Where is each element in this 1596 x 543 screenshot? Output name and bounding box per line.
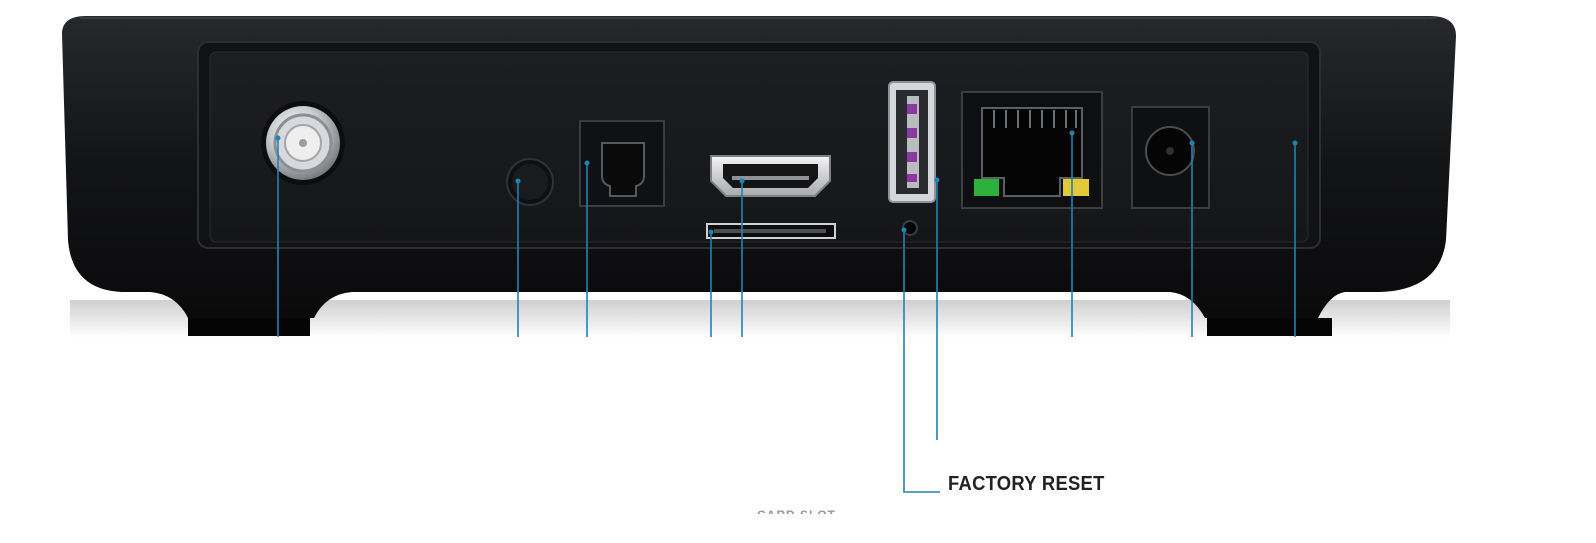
cut-off-label: CARD SLOT (757, 508, 836, 514)
ethernet-led-yellow (1063, 179, 1089, 196)
av-jack-icon (506, 158, 554, 206)
card-slot-icon (706, 223, 836, 239)
right-foot (1207, 318, 1332, 336)
optical-port-icon (579, 120, 665, 207)
ethernet-led-green (974, 179, 999, 196)
ethernet-port-icon (961, 91, 1103, 209)
power-jack-icon (1131, 106, 1210, 209)
callout-dots (275, 130, 1298, 235)
hdmi-port-icon (710, 155, 831, 197)
left-foot (188, 318, 310, 336)
coax-connector-icon (261, 101, 345, 185)
callout-reset (903, 230, 940, 493)
callout-lines (277, 133, 1296, 493)
factory-reset-label: FACTORY RESET (948, 473, 1105, 495)
usb-port-icon (888, 81, 936, 203)
